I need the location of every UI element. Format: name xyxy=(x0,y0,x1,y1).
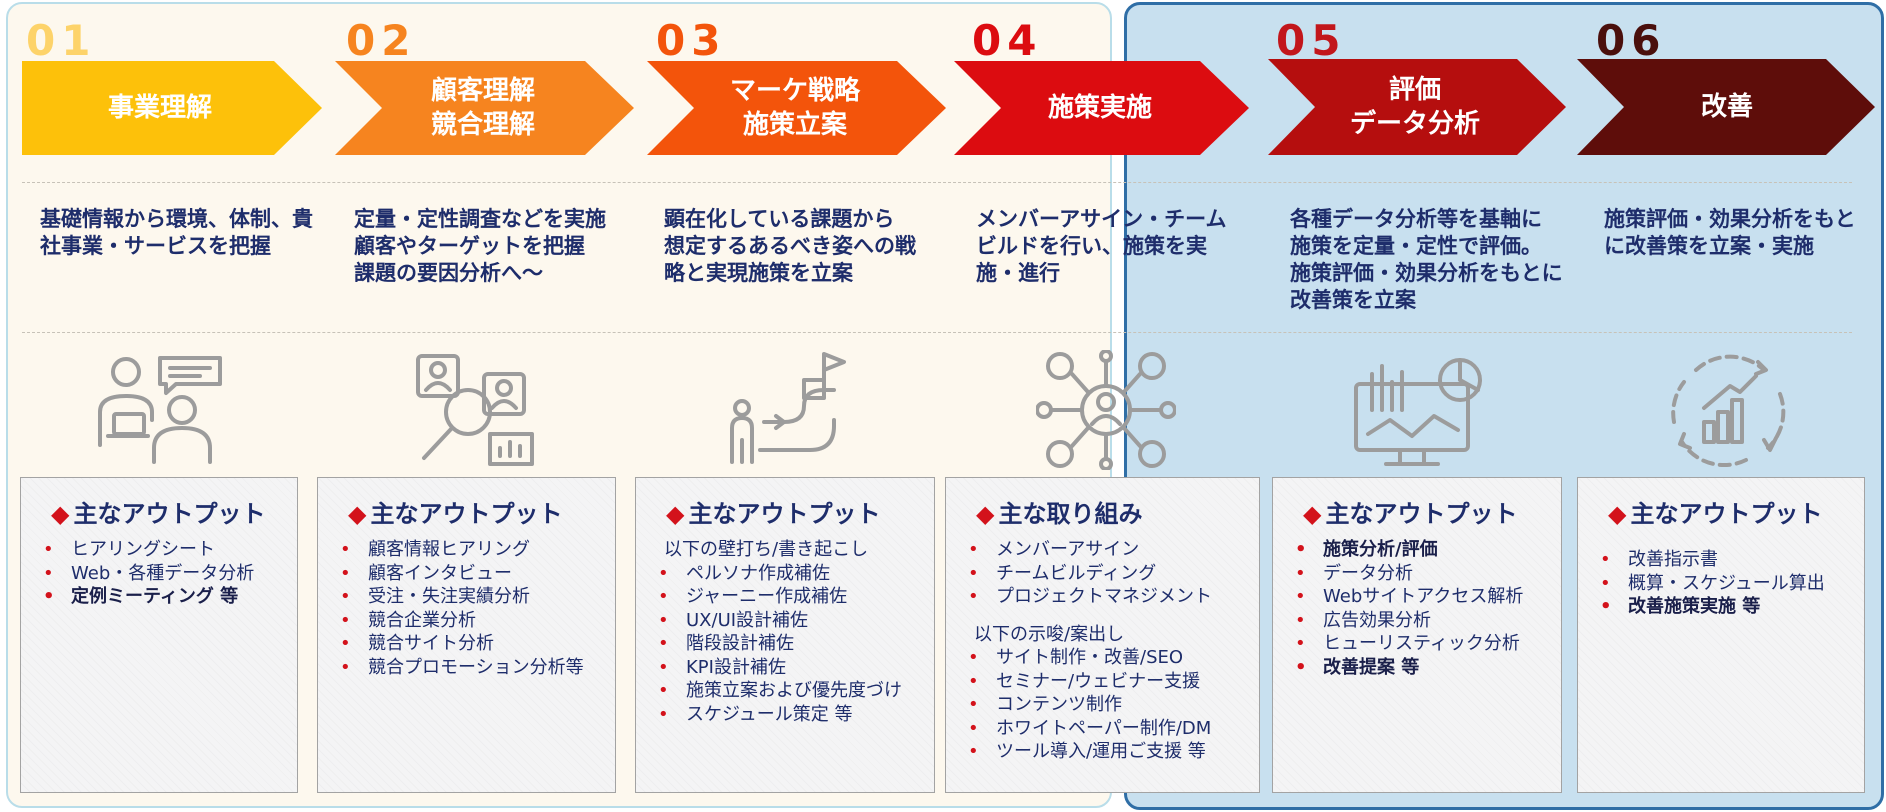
output-item: 改善施策実施 等 xyxy=(1600,595,1825,619)
diamond-bullet-icon: ◆ xyxy=(976,500,995,528)
chevron-label-03: マーケ戦略施策立案 xyxy=(729,76,860,140)
output-item: 以下の示唆/案出し xyxy=(974,623,1125,645)
output-list-06: 改善指示書概算・スケジュール算出改善施策実施 等 xyxy=(1600,548,1825,619)
output-box-03: ◆主なアウトプット 以下の壁打ち/書き起こしペルソナ作成補佐ジャーニー作成補佐U… xyxy=(635,477,935,793)
output-list-02: 顧客情報ヒアリング顧客インタビュー受注・失注実績分析競合企業分析競合サイト分析競… xyxy=(340,538,584,679)
step-number-02: 02 xyxy=(346,16,417,65)
output-list-04: メンバーアサインチームビルディングプロジェクトマネジメント以下の示唆/案出しサイ… xyxy=(968,538,1212,764)
output-box-05: ◆主なアウトプット 施策分析/評価データ分析Webサイトアクセス解析広告効果分析… xyxy=(1272,477,1562,793)
output-list-03: 以下の壁打ち/書き起こしペルソナ作成補佐ジャーニー作成補佐UX/UI設計補佐階段… xyxy=(658,538,902,726)
output-item: 広告効果分析 xyxy=(1295,609,1523,633)
diamond-bullet-icon: ◆ xyxy=(348,500,367,528)
output-item: 以下の壁打ち/書き起こし xyxy=(664,539,869,560)
step-description-06: 施策評価・効果分析をもとに改善策を立案・実施 xyxy=(1604,207,1856,258)
step-description-04: メンバーアサイン・チームビルドを行い、施策を実施・進行 xyxy=(976,207,1227,285)
output-item: Webサイトアクセス解析 xyxy=(1295,585,1523,609)
output-box-06: ◆主なアウトプット 改善指示書概算・スケジュール算出改善施策実施 等 xyxy=(1577,477,1865,793)
diamond-bullet-icon: ◆ xyxy=(51,500,70,528)
analytics-monitor-icon xyxy=(1354,358,1482,466)
output-box-01: ◆主なアウトプット ヒアリングシートWeb・各種データ分析定例ミーティング 等 xyxy=(20,477,298,793)
output-list-05: 施策分析/評価データ分析Webサイトアクセス解析広告効果分析ヒューリスティック分… xyxy=(1295,538,1523,679)
output-item: 改善指示書 xyxy=(1600,548,1825,572)
diamond-bullet-icon: ◆ xyxy=(1303,500,1322,528)
output-box-04: ◆主な取り組み メンバーアサインチームビルディングプロジェクトマネジメント以下の… xyxy=(945,477,1260,793)
consultation-icon xyxy=(98,356,222,464)
step-number-04: 04 xyxy=(972,16,1043,65)
output-item: メンバーアサイン xyxy=(968,538,1212,562)
output-item: 顧客インタビュー xyxy=(340,562,584,586)
output-item: スケジュール策定 等 xyxy=(658,703,902,727)
output-item: コンテンツ制作 xyxy=(968,693,1212,717)
output-item: 施策立案および優先度づけ xyxy=(658,679,902,703)
customer-research-icon xyxy=(416,354,534,466)
output-item: Web・各種データ分析 xyxy=(43,562,254,586)
output-item: 階段設計補佐 xyxy=(658,632,902,656)
output-item: ツール導入/運用ご支援 等 xyxy=(968,740,1212,764)
output-box-title: ◆主な取り組み xyxy=(976,500,1143,528)
step-number-03: 03 xyxy=(656,16,727,65)
output-item: 競合サイト分析 xyxy=(340,632,584,656)
output-item: データ分析 xyxy=(1295,562,1523,586)
output-item: ペルソナ作成補佐 xyxy=(658,562,902,586)
output-item: ホワイトペーパー制作/DM xyxy=(968,717,1212,741)
chevron-label-02: 顧客理解競合理解 xyxy=(430,76,535,140)
step-description-03: 顕在化している課題から想定するあるべき姿への戦略と実現施策を立案 xyxy=(664,207,916,285)
output-item: 概算・スケジュール算出 xyxy=(1600,572,1825,596)
output-box-title: ◆主なアウトプット xyxy=(1608,500,1823,528)
output-item: 顧客情報ヒアリング xyxy=(340,538,584,562)
output-item: 施策分析/評価 xyxy=(1295,538,1523,562)
output-box-title: ◆主なアウトプット xyxy=(1303,500,1518,528)
chevron-label-01: 事業理解 xyxy=(107,93,212,123)
step-number-06: 06 xyxy=(1596,16,1667,65)
step-number-05: 05 xyxy=(1276,16,1347,65)
output-box-title: ◆主なアウトプット xyxy=(51,500,266,528)
step-description-02: 定量・定性調査などを実施顧客やターゲットを把握課題の要因分析へ～ xyxy=(354,207,606,285)
diamond-bullet-icon: ◆ xyxy=(666,500,685,528)
output-item: 改善提案 等 xyxy=(1295,656,1523,680)
output-list-01: ヒアリングシートWeb・各種データ分析定例ミーティング 等 xyxy=(43,538,254,609)
strategy-path-icon xyxy=(730,352,846,464)
output-item: ヒューリスティック分析 xyxy=(1295,632,1523,656)
separator-middle xyxy=(22,332,1852,333)
chevron-label-04: 施策実施 xyxy=(1047,93,1152,123)
output-item: 競合企業分析 xyxy=(340,609,584,633)
step-description-05: 各種データ分析等を基軸に施策を定量・定性で評価。施策評価・効果分析をもとに改善策… xyxy=(1290,207,1563,312)
output-item: セミナー/ウェビナー支援 xyxy=(968,670,1212,694)
chevron-label-06: 改善 xyxy=(1700,92,1753,122)
step-number-01: 01 xyxy=(26,16,97,65)
step-description-01: 基礎情報から環境、体制、貴社事業・サービスを把握 xyxy=(40,207,313,258)
output-item: ジャーニー作成補佐 xyxy=(658,585,902,609)
output-box-title: ◆主なアウトプット xyxy=(348,500,563,528)
chevron-label-05: 評価データ分析 xyxy=(1349,75,1480,139)
output-item: チームビルディング xyxy=(968,562,1212,586)
output-item: 競合プロモーション分析等 xyxy=(340,656,584,680)
output-box-02: ◆主なアウトプット 顧客情報ヒアリング顧客インタビュー受注・失注実績分析競合企業… xyxy=(317,477,616,793)
output-item: UX/UI設計補佐 xyxy=(658,609,902,633)
output-item: プロジェクトマネジメント xyxy=(968,585,1212,609)
output-item: サイト制作・改善/SEO xyxy=(968,646,1212,670)
output-item: ヒアリングシート xyxy=(43,538,254,562)
output-item: 受注・失注実績分析 xyxy=(340,585,584,609)
output-box-title: ◆主なアウトプット xyxy=(666,500,881,528)
output-item: 定例ミーティング 等 xyxy=(43,585,254,609)
diamond-bullet-icon: ◆ xyxy=(1608,500,1627,528)
team-network-icon xyxy=(1036,350,1176,470)
improvement-cycle-icon xyxy=(1671,354,1786,468)
output-item: KPI設計補佐 xyxy=(658,656,902,680)
separator-top xyxy=(22,182,1852,183)
